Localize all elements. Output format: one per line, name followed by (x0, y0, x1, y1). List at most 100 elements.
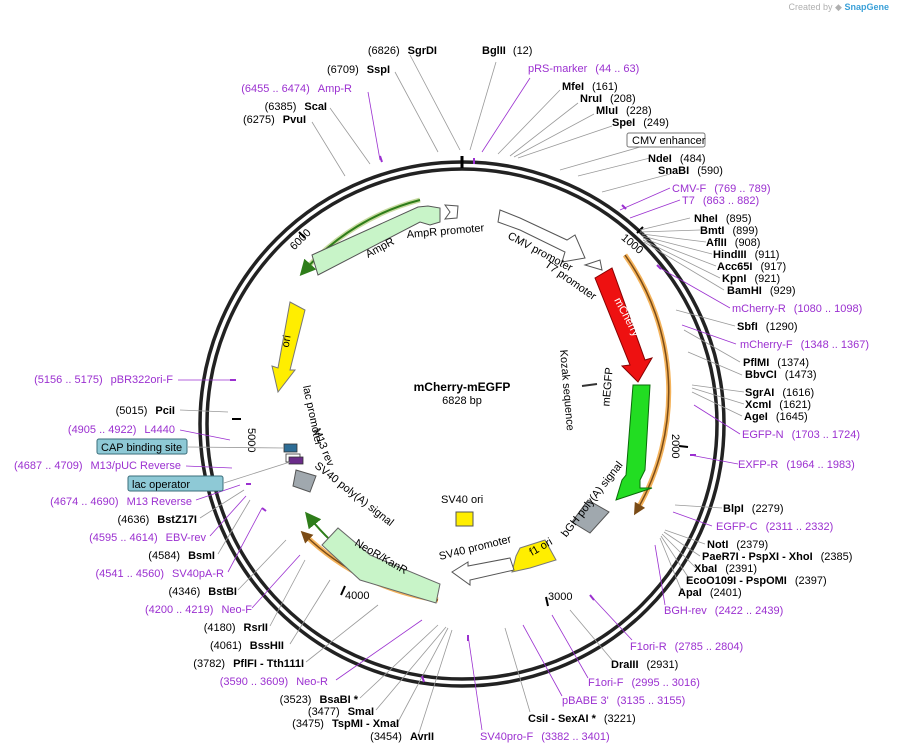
svg-text:F1ori-F(2995 .. 3016): F1ori-F(2995 .. 3016) (588, 677, 700, 689)
pbabe-3-label: pBABE 3' (562, 695, 609, 707)
ebv-rev-position: (4595 .. 4614) (89, 532, 158, 544)
apai-label: ApaI (678, 587, 702, 599)
svg-text:(3475)TspMI - XmaI: (3475)TspMI - XmaI (292, 718, 399, 730)
backbone-inner-ring (205, 167, 719, 681)
pvui-position: (6275) (243, 114, 275, 126)
sgrai-position: (1616) (782, 387, 814, 399)
aflii-label: AflII (706, 237, 727, 249)
credit-prefix: Created by (788, 2, 833, 12)
plasmid-size: 6828 bp (442, 395, 482, 407)
m13-reverse-position: (4674 .. 4690) (50, 496, 119, 508)
svg-text:(3523)BsaBI *: (3523)BsaBI * (280, 694, 359, 706)
sgrai-label: SgrAI (745, 387, 774, 399)
svg-text:mCherry-R(1080 .. 1098): mCherry-R(1080 .. 1098) (732, 303, 862, 315)
cmv-enhancer-box[interactable] (626, 132, 706, 148)
sgrdi-position: (6826) (368, 45, 400, 57)
bsmi-position: (4584) (148, 550, 180, 562)
bglii-position: (12) (513, 45, 533, 57)
svg-text:NdeI(484): NdeI (484) (648, 153, 706, 165)
bsshii-position: (4061) (210, 640, 242, 652)
nhei-position: (895) (726, 213, 752, 225)
smai-label: SmaI (348, 706, 374, 718)
svg-text:(4595 .. 4614)EBV-rev: (4595 .. 4614)EBV-rev (89, 532, 206, 544)
mcherry-orf-arrow (624, 254, 670, 516)
cmv-promoter-arrow[interactable] (497, 209, 586, 263)
neor-feature[interactable] (321, 527, 441, 604)
avrii-label: AvrII (410, 731, 434, 743)
pcii-position: (5015) (116, 405, 148, 417)
f1ori-r-position: (2785 .. 2804) (675, 641, 744, 653)
bstz17i-label: BstZ17I (157, 514, 197, 526)
blpi-position: (2279) (752, 503, 784, 515)
tick-label-5000: 5000 (245, 428, 257, 452)
megfp-feature[interactable] (615, 384, 653, 501)
mlui-position: (228) (626, 105, 652, 117)
sv40-promoter-arrow[interactable] (451, 557, 515, 586)
svg-text:NotI(2379): NotI(2379) (707, 539, 768, 551)
pcii-label: PciI (155, 405, 175, 417)
svg-text:SnaBI(590): SnaBI(590) (658, 165, 723, 177)
svg-text:(4584)BsmI: (4584) BsmI (148, 550, 215, 562)
ndei-position: (484) (680, 153, 706, 165)
amp-r-position: (6455 .. 6474) (241, 83, 310, 95)
pbabe-3-position: (3135 .. 3155) (617, 695, 686, 707)
ampr-promoter-label: AmpR promoter (406, 222, 485, 241)
ori-feature[interactable] (271, 301, 306, 394)
svg-text:BglII (12): BglII (12) (482, 45, 532, 57)
ndei-label: NdeI (648, 153, 672, 165)
snabi-label: SnaBI (658, 165, 689, 177)
lac-operator-box[interactable] (288, 456, 304, 465)
bmti-label: BmtI (700, 225, 724, 237)
l4440-position: (4905 .. 4922) (68, 424, 137, 436)
svg-text:CMV-F(769 .. 789): CMV-F(769 .. 789) (672, 183, 771, 195)
snapgene-logo-icon: ◆ (835, 2, 842, 12)
right-labels: BglII (12) pRS-marker(44 .. 63) MfeI(161… (467, 45, 869, 743)
kpni-label: KpnI (722, 273, 746, 285)
m13-rev-label: M13 rev (310, 427, 336, 469)
bmti-position: (899) (732, 225, 758, 237)
cap-binding-site-box[interactable] (283, 443, 298, 453)
f1-ori-feature[interactable] (511, 539, 557, 573)
sv40-polya-feature[interactable] (292, 469, 317, 493)
pbr322ori-f-position: (5156 .. 5175) (34, 374, 103, 386)
bgh-polya-feature[interactable] (571, 499, 610, 534)
bglii-label: BglII (482, 45, 506, 57)
paer7i-pspxi-xhoi-label: PaeR7I - PspXI - XhoI (702, 551, 813, 563)
bsmi-label: BsmI (188, 550, 215, 562)
svg-text:pRS-marker(44 .. 63): pRS-marker(44 .. 63) (528, 63, 639, 75)
ampr-feature[interactable] (311, 205, 441, 276)
t7-promoter-arrow[interactable] (583, 259, 603, 271)
sv40pro-f-position: (3382 .. 3401) (541, 731, 610, 743)
mcherry-r-position: (1080 .. 1098) (794, 303, 863, 315)
svg-text:pBABE 3'(3135 .. 3155): pBABE 3' (3135 .. 3155) (562, 695, 685, 707)
svg-text:NruI(208): NruI(208) (580, 93, 636, 105)
snapgene-credit: Created by ◆ SnapGene (789, 2, 890, 13)
mlui-label: MluI (596, 105, 618, 117)
draiii-position: (2931) (647, 659, 679, 671)
spei-label: SpeI (612, 117, 635, 129)
svg-text:CsiI - SexAI *(3221): CsiI - SexAI *(3221) (528, 713, 636, 725)
pbr322ori-f-label: pBR322ori-F (111, 374, 174, 386)
svg-text:T7(863 .. 882): T7(863 .. 882) (682, 195, 759, 207)
bsshii-label: BssHII (250, 640, 284, 652)
ecoo109i-pspomi-position: (2397) (795, 575, 827, 587)
noti-label: NotI (707, 539, 728, 551)
sv40-polya-label: SV40 poly(A) signal (312, 460, 396, 529)
svg-text:AflII(908): AflII(908) (706, 237, 760, 249)
svg-text:(3782)PflFI - Tth111I: (3782)PflFI - Tth111I (193, 658, 304, 670)
t7-primer-position: (863 .. 882) (703, 195, 759, 207)
ampr-promoter-arrow[interactable] (443, 204, 459, 220)
svg-text:(4061)BssHII: (4061) BssHII (210, 640, 284, 652)
sv40-ori-feature[interactable] (455, 511, 474, 527)
sv40pa-r-position: (4541 .. 4560) (96, 568, 165, 580)
apai-position: (2401) (710, 587, 742, 599)
left-labels: (6826)SgrDI (6709)SspI (6455 .. 6474)Amp… (14, 45, 461, 743)
hindiii-position: (911) (755, 249, 780, 261)
svg-text:MluI(228): MluI (228) (596, 105, 652, 117)
mcherry-feature[interactable] (594, 267, 654, 383)
lac-operator-tag[interactable] (127, 475, 224, 492)
svg-text:DraIII(2931): DraIII(2931) (611, 659, 678, 671)
svg-text:BmtI(899): BmtI (899) (700, 225, 758, 237)
cap-binding-site-tag[interactable] (96, 438, 188, 455)
